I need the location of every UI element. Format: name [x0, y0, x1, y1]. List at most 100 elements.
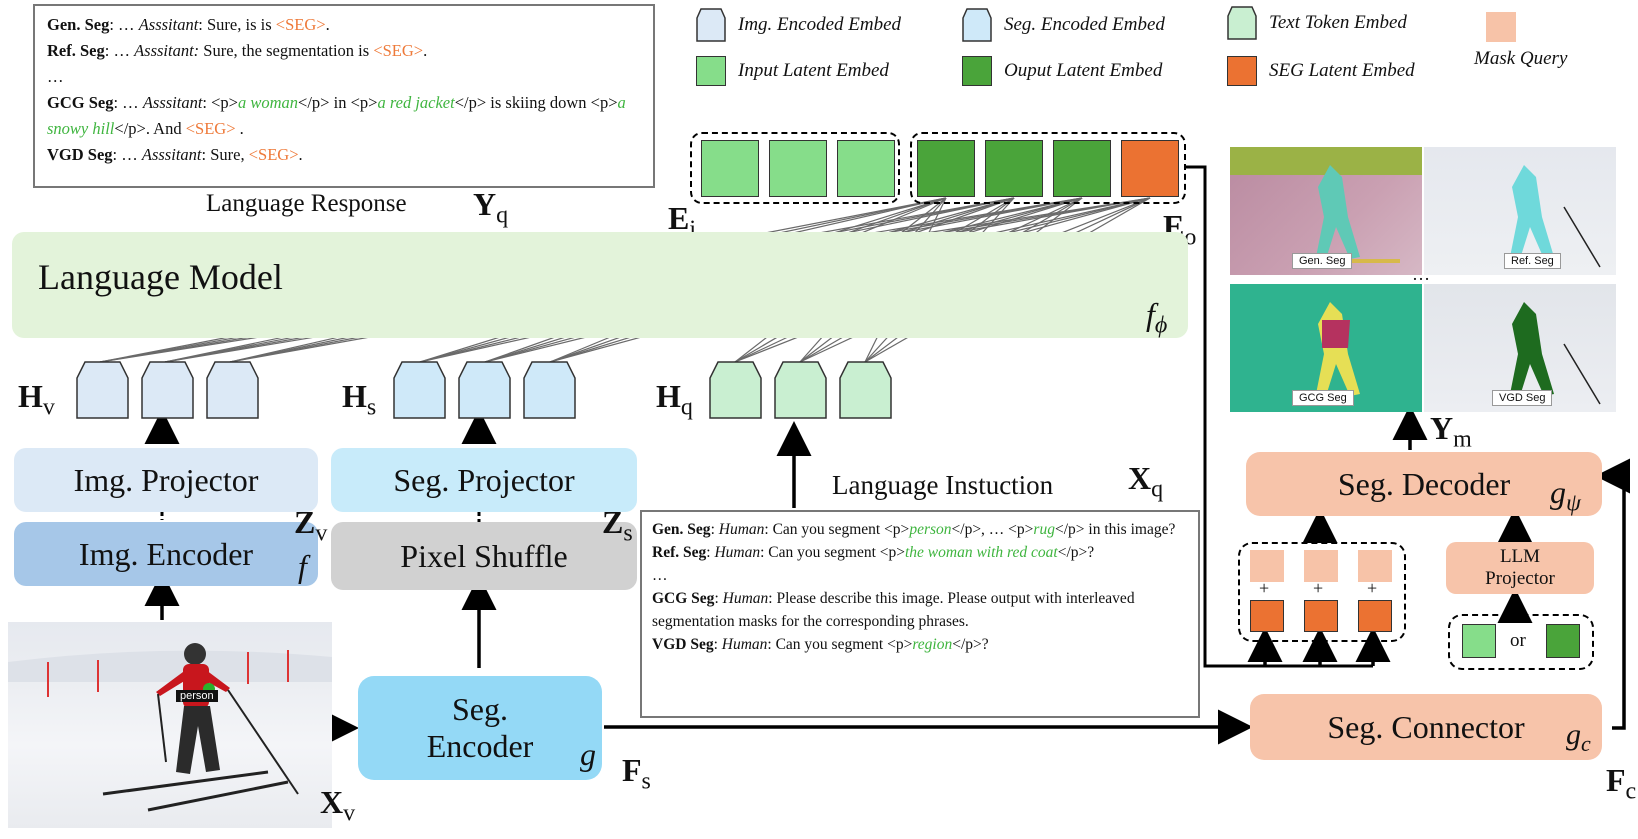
symbol-hv: Hv: [18, 378, 55, 421]
plus-1: +: [1259, 578, 1270, 598]
mask-query-1: [1250, 550, 1284, 582]
language-model-label: Language Model: [38, 257, 283, 297]
pane-ref-seg: Ref. Seg: [1424, 147, 1616, 275]
pane-gen-label: Gen. Seg: [1292, 253, 1353, 269]
legend-output-latent: Ouput Latent Embed: [962, 56, 1162, 86]
symbol-g-psi: gψ: [1550, 474, 1581, 517]
llm-projector: LLM Projector: [1446, 542, 1594, 594]
symbol-zs: Zs: [602, 504, 633, 547]
pane-ref-label: Ref. Seg: [1504, 253, 1561, 269]
instruction-ellipsis: …: [652, 567, 668, 584]
img-encoder: Img. Encoder: [14, 522, 318, 586]
symbol-f-phi: fϕ: [1146, 296, 1168, 339]
img-projector: Img. Projector: [14, 448, 318, 512]
symbol-f: f: [298, 548, 307, 584]
choice-input-latent: [1462, 624, 1496, 658]
seg-latent-swatch: [1227, 56, 1257, 86]
response-ref: Ref. Seg: … Asssitant: Sure, the segment…: [47, 41, 428, 60]
instruction-ref: Ref. Seg: Human: Can you segment <p>the …: [652, 544, 1095, 561]
seg-encoded-shape-icon: [962, 8, 992, 42]
pane-vgd-label: VGD Seg: [1492, 390, 1553, 406]
plus-2: +: [1313, 578, 1324, 598]
symbol-zv: Zv: [294, 504, 328, 547]
hv-token-2: [141, 361, 194, 419]
seg-latent-q2: [1304, 600, 1338, 632]
mask-query-group: [1238, 542, 1406, 642]
pixel-shuffle: Pixel Shuffle: [331, 522, 637, 590]
seg-latent-q3: [1358, 600, 1392, 632]
symbol-yq: Yq: [473, 186, 509, 229]
symbol-xv: Xv: [320, 784, 356, 827]
output-latent-2: [985, 140, 1043, 197]
hs-token-2: [458, 361, 511, 419]
seg-decoder: Seg. Decoder: [1246, 452, 1602, 516]
input-latent-3: [837, 140, 895, 197]
input-latent-2: [769, 140, 827, 197]
pane-gcg-seg: GCG Seg: [1230, 284, 1422, 412]
instruction-gen: Gen. Seg: Human: Can you segment <p>pers…: [652, 521, 1176, 538]
legend-seg-latent: SEG Latent Embed: [1227, 56, 1415, 86]
pane-gen-seg: Gen. Seg: [1230, 147, 1422, 275]
input-latent-swatch: [696, 56, 726, 86]
mask-query-2: [1304, 550, 1338, 582]
language-model: Language Model: [12, 232, 1188, 338]
legend-text-token: Text Token Embed: [1227, 6, 1407, 40]
seg-encoder: Seg. Encoder: [358, 676, 602, 780]
eo-to-queries-line: [1185, 165, 1373, 668]
symbol-fc: Fc: [1606, 762, 1637, 805]
response-gcg: GCG Seg: … Asssitant: <p>a woman</p> in …: [47, 93, 626, 138]
legend-seg-encoded: Seg. Encoded Embed: [962, 8, 1165, 42]
hq-token-1: [709, 361, 762, 419]
seg-projector: Seg. Projector: [331, 448, 637, 512]
symbol-ym: Ym: [1430, 410, 1472, 453]
symbol-ei: Ei: [668, 200, 697, 243]
legend-input-latent: Input Latent Embed: [696, 56, 889, 86]
pane-gcg-label: GCG Seg: [1292, 390, 1354, 406]
plus-3: +: [1367, 578, 1378, 598]
img-encoded-shape-icon: [696, 8, 726, 42]
seg-latent-token: [1121, 140, 1179, 197]
symbol-hs: Hs: [342, 378, 377, 421]
pane-dots: …: [1412, 264, 1430, 284]
hq-token-3: [839, 361, 892, 419]
response-ellipsis: …: [47, 67, 64, 86]
symbol-g: g: [580, 736, 596, 772]
hq-token-2: [774, 361, 827, 419]
output-latent-3: [1053, 140, 1111, 197]
person-tag: person: [176, 690, 218, 702]
choice-or: or: [1510, 630, 1526, 651]
input-latent-1: [701, 140, 759, 197]
symbol-hq: Hq: [656, 378, 693, 421]
latent-choice-group: [1448, 614, 1594, 670]
seg-latent-q1: [1250, 600, 1284, 632]
choice-output-latent: [1546, 624, 1580, 658]
output-latent-1: [917, 140, 975, 197]
language-instruction-label: Language Instuction: [832, 470, 1054, 500]
symbol-fs: Fs: [622, 752, 651, 795]
response-box: Gen. Seg: … Asssitant: Sure, is is <SEG>…: [33, 4, 655, 188]
arrow-connector-loop: [1595, 458, 1630, 730]
hv-token-1: [76, 361, 129, 419]
legend-mask-query: [1486, 12, 1516, 42]
seg-connector: Seg. Connector: [1250, 694, 1602, 760]
skier-illustration: [8, 643, 332, 812]
input-latent-group: [690, 132, 900, 204]
response-gen: Gen. Seg: … Asssitant: Sure, is is <SEG>…: [47, 15, 330, 34]
instruction-gcg: GCG Seg: Human: Please describe this ima…: [652, 590, 1135, 630]
hs-token-1: [393, 361, 446, 419]
symbol-g-c: gc: [1566, 718, 1591, 756]
legend-mask-query-label: Mask Query: [1474, 48, 1568, 69]
instruction-vgd: VGD Seg: Human: Can you segment <p>regio…: [652, 636, 989, 653]
legend-img-encoded: Img. Encoded Embed: [696, 8, 901, 42]
text-token-shape-icon: [1227, 6, 1257, 40]
symbol-xq: Xq: [1128, 460, 1164, 503]
response-vgd: VGD Seg: … Asssitant: Sure, <SEG>.: [47, 145, 303, 164]
instruction-box: Gen. Seg: Human: Can you segment <p>pers…: [640, 510, 1200, 718]
pane-vgd-seg: VGD Seg: [1424, 284, 1616, 412]
mask-query-3: [1358, 550, 1392, 582]
hs-token-3: [523, 361, 576, 419]
language-response-label: Language Response: [206, 190, 407, 217]
output-latent-group: [910, 132, 1186, 204]
hv-token-3: [206, 361, 259, 419]
